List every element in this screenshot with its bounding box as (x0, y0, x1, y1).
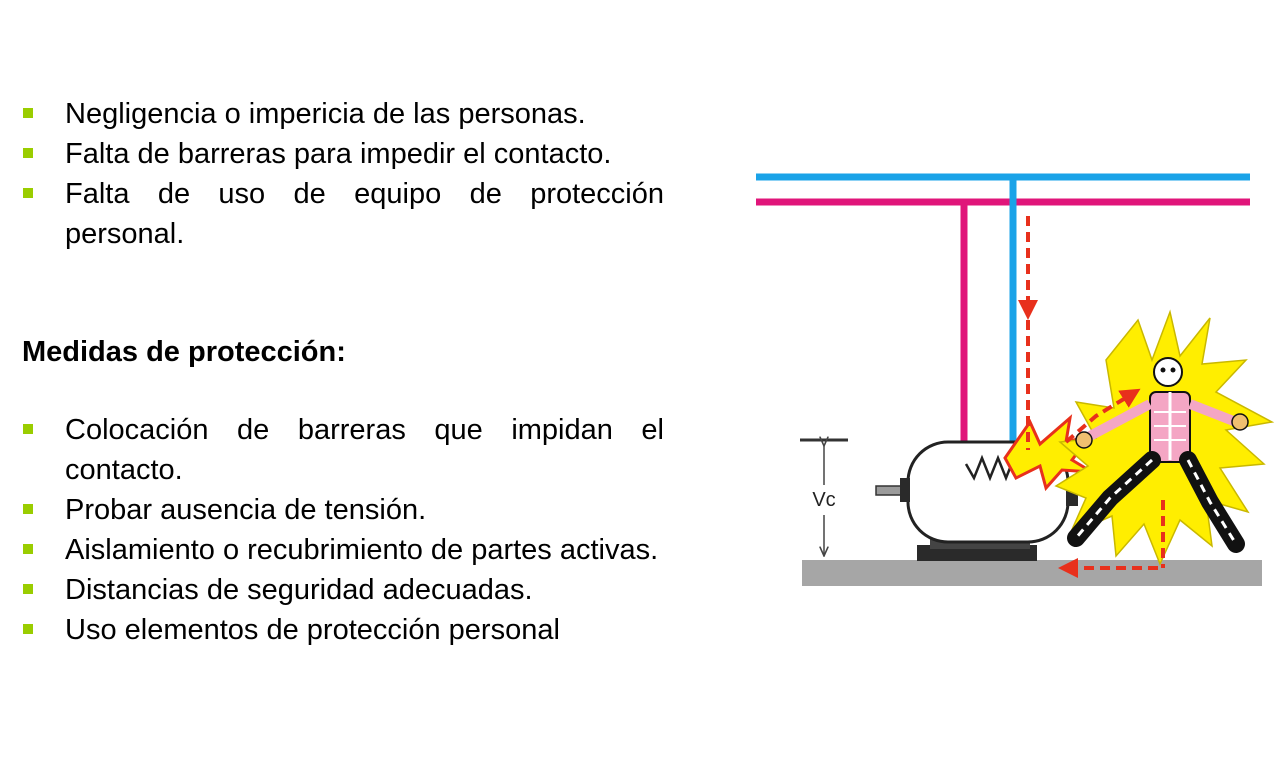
voltage-label: Vc (812, 489, 835, 511)
cause-text: Falta de barreras para impedir el contac… (65, 138, 612, 170)
square-bullet-icon (23, 584, 33, 594)
square-bullet-icon (23, 424, 33, 434)
cause-text: Falta de uso de equipo de protección per… (65, 178, 664, 250)
measures-heading: Medidas de protección: (22, 336, 346, 368)
square-bullet-icon (23, 504, 33, 514)
list-item: Falta de uso de equipo de protección per… (22, 174, 664, 254)
list-item: Distancias de seguridad adecuadas. (22, 570, 664, 610)
measure-text: Colocación de barreras que impidan el co… (65, 414, 664, 486)
measures-list: Colocación de barreras que impidan el co… (22, 410, 664, 650)
voltage-dimension (800, 440, 848, 556)
list-item: Negligencia o impericia de las personas. (22, 94, 664, 134)
ground-slab (802, 560, 1262, 586)
list-item: Colocación de barreras que impidan el co… (22, 410, 664, 490)
square-bullet-icon (23, 148, 33, 158)
electrocuted-person-icon (1054, 309, 1275, 566)
list-item: Aislamiento o recubrimiento de partes ac… (22, 530, 664, 570)
square-bullet-icon (23, 188, 33, 198)
list-item: Falta de barreras para impedir el contac… (22, 134, 664, 174)
measure-text: Uso elementos de protección personal (65, 614, 560, 646)
measure-text: Aislamiento o recubrimiento de partes ac… (65, 534, 659, 566)
list-item: Uso elementos de protección personal (22, 610, 664, 650)
text-column: Negligencia o impericia de las personas.… (22, 94, 664, 650)
cause-text: Negligencia o impericia de las personas. (65, 98, 586, 130)
current-path-arrow (1018, 216, 1165, 578)
measure-text: Distancias de seguridad adecuadas. (65, 574, 533, 606)
causes-list: Negligencia o impericia de las personas.… (22, 94, 664, 254)
square-bullet-icon (23, 624, 33, 634)
indirect-contact-diagram: Vc (756, 173, 1275, 586)
square-bullet-icon (23, 108, 33, 118)
square-bullet-icon (23, 544, 33, 554)
measure-text: Probar ausencia de tensión. (65, 494, 427, 526)
list-item: Probar ausencia de tensión. (22, 490, 664, 530)
